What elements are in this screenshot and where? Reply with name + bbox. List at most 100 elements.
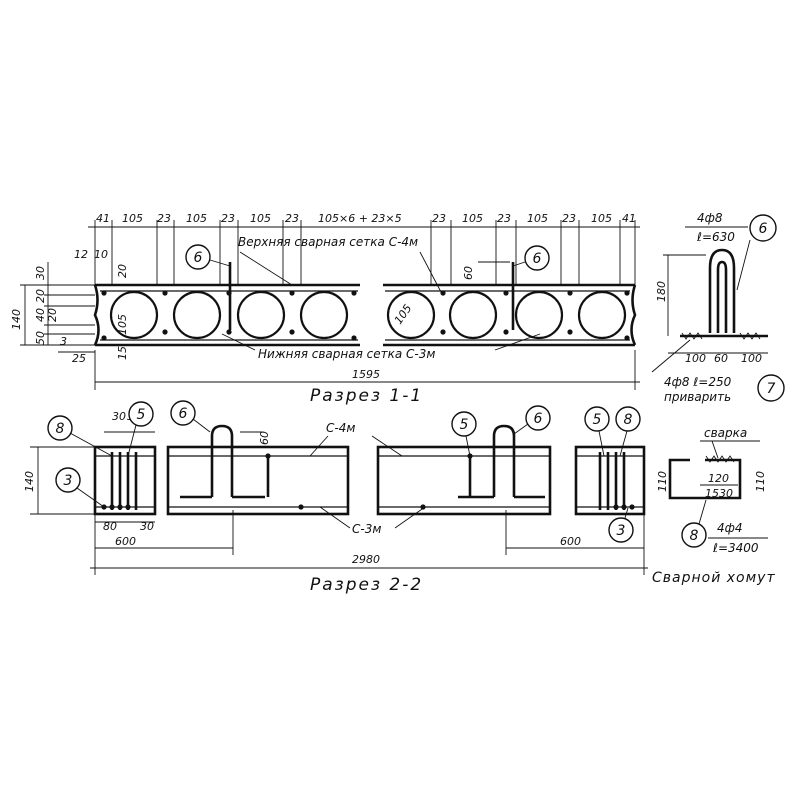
detail-base-100-right: 100: [741, 352, 762, 365]
stirrup-length: 1530: [705, 487, 733, 500]
dim-3: 3: [60, 335, 67, 348]
dim-20-c: 20: [116, 264, 129, 278]
marker-3-right: [608, 517, 634, 543]
dim-41-right: 41: [622, 212, 636, 225]
overall-dim-1595: 1595: [352, 368, 380, 381]
dim-25: 25: [72, 352, 86, 365]
marker-8-right: [615, 406, 641, 432]
dim-20-b: 20: [46, 308, 59, 322]
end-block-right: [574, 445, 646, 516]
marker-5-left: [128, 401, 154, 427]
svg-text:3: 3: [64, 473, 73, 489]
stirrup-detail: сварка 120 110 110 1530 8 4ф4 ℓ=3400 Сва…: [652, 426, 776, 586]
marker-6-left: [185, 244, 211, 270]
section-2-title: Разрез 2-2: [310, 575, 423, 595]
svg-text:5: 5: [460, 417, 469, 433]
overall-dim-2980: 2980: [352, 553, 380, 566]
dim-span: 105×6 + 23×5: [318, 212, 402, 225]
svg-text:6: 6: [179, 406, 188, 422]
marker-3-left: [55, 467, 81, 493]
dim-41-left: 41: [96, 212, 110, 225]
marker-8-left: [47, 415, 73, 441]
svg-text:3: 3: [617, 523, 626, 539]
void-6: [448, 290, 498, 340]
section-2-2: 140 30 30 80 30 60 С-4м С-3м 600 600 298…: [23, 400, 648, 595]
detail-base-60: 60: [714, 352, 728, 365]
marker-5-right: [584, 406, 610, 432]
void-8: [577, 290, 627, 340]
detail-6-bar: 4ф8: [697, 211, 723, 225]
sec2-end-600-left: 600: [115, 535, 136, 548]
marker-7: [757, 374, 785, 402]
dim-23-2: 23: [221, 212, 235, 225]
void-7: [514, 290, 564, 340]
lower-mesh-label: Нижняя сварная сетка С-3м: [258, 347, 435, 361]
dim-60: 60: [462, 266, 475, 280]
dim-12: 12: [74, 248, 88, 261]
upper-mesh-leaders: [239, 251, 442, 293]
svg-text:6: 6: [533, 251, 542, 267]
sec2-dim-80: 80: [103, 520, 117, 533]
section-2-mesh-lines: [95, 455, 644, 508]
marker-6-detail: [749, 214, 777, 242]
stirrup-caption: Сварной хомут: [652, 570, 776, 586]
stirrup-weld-hatch: [705, 455, 735, 463]
dim-23-4: 23: [432, 212, 446, 225]
slab-outline-left: [93, 283, 360, 347]
dim-30: 30: [34, 266, 47, 280]
svg-text:8: 8: [624, 412, 633, 428]
dim-105-2: 105: [186, 212, 207, 225]
dim-10: 10: [94, 248, 108, 261]
lower-mesh-leaders: [221, 333, 541, 351]
svg-text:8: 8: [56, 421, 65, 437]
end-bar-dots: [101, 453, 635, 510]
stirrup-width: 120: [708, 472, 729, 485]
sec2-end-600-right: 600: [560, 535, 581, 548]
detail-7-bar: 4ф8 ℓ=250: [664, 375, 732, 389]
void-4: [299, 290, 349, 340]
end-stirrups: [110, 452, 626, 510]
top-dim-ticks: [94, 220, 636, 285]
detail-loop-bar: 4ф8 ℓ=630 6 180 100 60 100 4ф8 ℓ=250 при…: [651, 211, 785, 404]
svg-text:5: 5: [137, 407, 146, 423]
loop-bar-shape: [708, 248, 736, 333]
marker-8-stirrup: [681, 522, 707, 548]
sec2-mesh-bottom: С-3м: [352, 522, 381, 536]
stirrup-height-right: 110: [754, 471, 767, 492]
void-1: [109, 290, 159, 340]
marker-5-mid: [451, 411, 477, 437]
sec2-dim-30-a: 30: [112, 410, 126, 423]
loop-bar-sec2-right: [492, 424, 516, 497]
dim-23-1: 23: [157, 212, 171, 225]
section-1-1: 41 105 23 105 23 105 23 105×6 + 23×5 23 …: [10, 212, 640, 406]
rebar-dots: [101, 290, 630, 341]
dim-140: 140: [10, 309, 23, 330]
dim-105-1: 105: [122, 212, 143, 225]
svg-text:7: 7: [767, 381, 776, 397]
dim-105-6: 105: [591, 212, 612, 225]
sec2-dim-60: 60: [258, 431, 271, 445]
upper-mesh-label: Верхняя сварная сетка С-4м: [238, 235, 418, 249]
loop-bar-inner: [716, 260, 728, 333]
section-1-title: Разрез 1-1: [310, 386, 423, 406]
marker-6-sec2-left: [170, 400, 196, 426]
dim-105-5: 105: [527, 212, 548, 225]
end-block-left: [93, 445, 157, 516]
stirrup-weld-label: сварка: [704, 426, 747, 440]
mid-block-right: [376, 445, 552, 516]
dim-23-6: 23: [562, 212, 576, 225]
loop-bar-sec2-left: [210, 424, 234, 497]
dim-15: 15: [116, 346, 129, 360]
dim-50: 50: [34, 331, 47, 345]
dim-40: 40: [34, 308, 47, 322]
dim-23-3: 23: [285, 212, 299, 225]
weld-hatch: [681, 332, 761, 340]
svg-text:6: 6: [534, 411, 543, 427]
stirrup-bar: 4ф4: [717, 521, 743, 535]
detail-base-100-left: 100: [685, 352, 706, 365]
detail-6-height: 180: [655, 281, 668, 302]
void-3: [236, 290, 286, 340]
void-5: [386, 290, 436, 340]
stirrup-height-left: 110: [656, 471, 669, 492]
